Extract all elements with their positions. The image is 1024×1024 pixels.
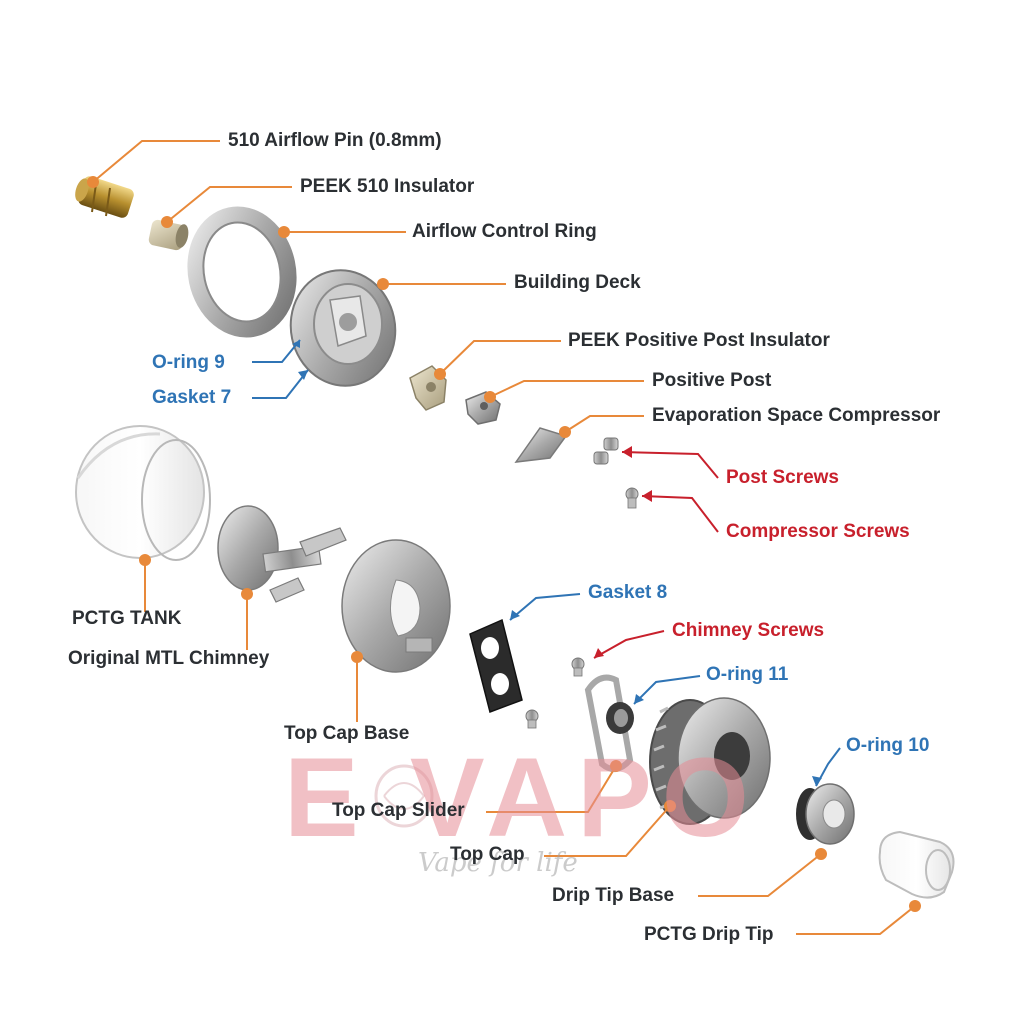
label-peek-positive-post-insulator: PEEK Positive Post Insulator xyxy=(568,330,830,351)
label-post-screws: Post Screws xyxy=(726,467,839,488)
oring-11-part xyxy=(606,702,634,734)
label-gasket-8: Gasket 8 xyxy=(588,582,668,603)
gasket-8-part xyxy=(469,618,523,713)
label-pctg-drip-tip: PCTG Drip Tip xyxy=(644,924,774,945)
label-top-cap: Top Cap xyxy=(450,844,525,865)
leader-arrowheads xyxy=(292,340,822,786)
building-deck-part xyxy=(289,269,397,387)
compressor-part xyxy=(514,427,568,463)
label-top-cap-base: Top Cap Base xyxy=(284,723,410,744)
post-screws-part xyxy=(593,437,619,465)
label-building-deck: Building Deck xyxy=(514,272,641,293)
pctg-drip-tip-part xyxy=(878,830,955,899)
label-chimney-screws: Chimney Screws xyxy=(672,620,825,641)
chimney-screws-part xyxy=(525,657,585,729)
leader-lines xyxy=(92,140,916,935)
label-airflow-pin: 510 Airflow Pin (0.8mm) xyxy=(228,130,442,151)
watermark-logo-mark xyxy=(374,764,434,828)
watermark-tagline: Vape for life xyxy=(418,848,578,878)
label-airflow-control-ring: Airflow Control Ring xyxy=(412,221,597,242)
label-pctg-tank: PCTG TANK xyxy=(72,608,182,629)
label-compressor-screws: Compressor Screws xyxy=(726,521,910,542)
pctg-tank-part xyxy=(75,425,211,561)
label-evaporation-space-compressor: Evaporation Space Compressor xyxy=(652,405,941,426)
airflow-pin-part xyxy=(75,176,134,218)
watermark-brand: E VAPO xyxy=(284,735,759,860)
label-oring-10: O-ring 10 xyxy=(846,735,930,756)
drip-tip-base-part xyxy=(796,783,855,845)
label-peek-510-insulator: PEEK 510 Insulator xyxy=(300,176,475,197)
label-drip-tip-base: Drip Tip Base xyxy=(552,885,675,906)
top-cap-part xyxy=(649,697,771,825)
label-oring-9: O-ring 9 xyxy=(152,352,225,373)
label-top-cap-slider: Top Cap Slider xyxy=(332,800,465,821)
label-positive-post: Positive Post xyxy=(652,370,772,391)
label-oring-11: O-ring 11 xyxy=(706,664,789,685)
top-cap-base-part xyxy=(341,539,451,673)
label-gasket-7: Gasket 7 xyxy=(152,387,232,408)
label-original-mtl-chimney: Original MTL Chimney xyxy=(68,648,270,669)
leader-dots xyxy=(87,176,921,912)
peek-510-insulator-part xyxy=(148,219,189,251)
compressor-screws-part xyxy=(625,487,639,509)
top-cap-slider-part xyxy=(584,674,634,773)
mtl-chimney-part xyxy=(217,505,347,603)
airflow-control-ring-part xyxy=(187,206,297,338)
